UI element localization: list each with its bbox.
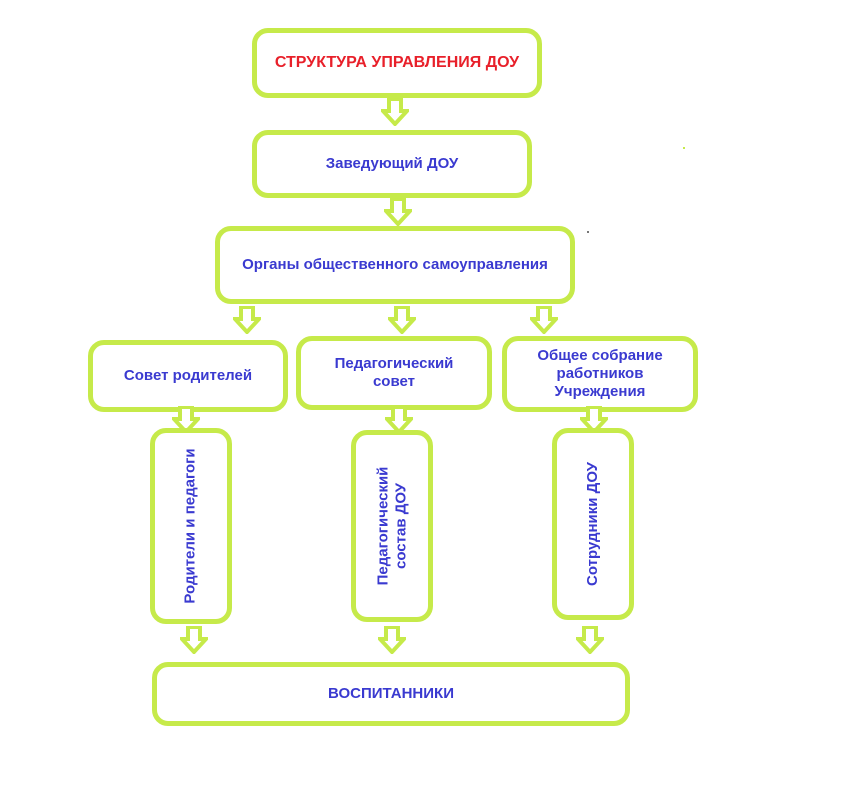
arrow-down-icon — [381, 98, 409, 126]
arrow-down-icon — [384, 198, 412, 226]
self-government-box: Органы общественного самоуправления — [215, 226, 575, 304]
arrow-down-icon — [172, 406, 200, 434]
arrow-down-icon — [378, 626, 406, 654]
arrow-down-icon — [530, 306, 558, 334]
pedagogical-council-line1: Педагогический — [334, 355, 454, 372]
pedagogical-council-line2: совет — [372, 373, 415, 390]
general-meeting-line3: Учреждения — [554, 383, 646, 400]
teaching-staff-box: Педагогический состав ДОУ — [351, 430, 433, 622]
title-text: СТРУКТУРА УПРАВЛЕНИЯ ДОУ — [274, 54, 520, 71]
parents-council-box: Совет родителей — [88, 340, 288, 412]
pupils-text: ВОСПИТАННИКИ — [328, 685, 454, 702]
teaching-staff-line2: состав ДОУ — [392, 482, 410, 570]
pupils-box: ВОСПИТАННИКИ — [152, 662, 630, 726]
employees-box: Сотрудники ДОУ — [552, 428, 634, 620]
head-box: Заведующий ДОУ — [252, 130, 532, 198]
parents-teachers-text: Родители и педагоги — [182, 448, 199, 604]
arrow-down-icon — [388, 306, 416, 334]
arrow-down-icon — [576, 626, 604, 654]
teaching-staff-line1: Педагогический — [374, 466, 392, 586]
arrow-down-icon — [385, 406, 413, 434]
general-meeting-box: Общее собрание работников Учреждения — [502, 336, 698, 412]
arrow-down-icon — [233, 306, 261, 334]
head-text: Заведующий ДОУ — [325, 155, 459, 172]
general-meeting-line1: Общее собрание — [537, 347, 663, 364]
title-box: СТРУКТУРА УПРАВЛЕНИЯ ДОУ — [252, 28, 542, 98]
parents-teachers-box: Родители и педагоги — [150, 428, 232, 624]
decorative-dot — [587, 231, 589, 233]
self-government-text: Органы общественного самоуправления — [242, 256, 548, 273]
pedagogical-council-box: Педагогический совет — [296, 336, 492, 410]
parents-council-text: Совет родителей — [123, 367, 253, 384]
arrow-down-icon — [180, 626, 208, 654]
decorative-dot — [683, 147, 685, 149]
employees-text: Сотрудники ДОУ — [584, 462, 602, 586]
arrow-down-icon — [580, 406, 608, 434]
general-meeting-line2: работников — [556, 365, 644, 382]
